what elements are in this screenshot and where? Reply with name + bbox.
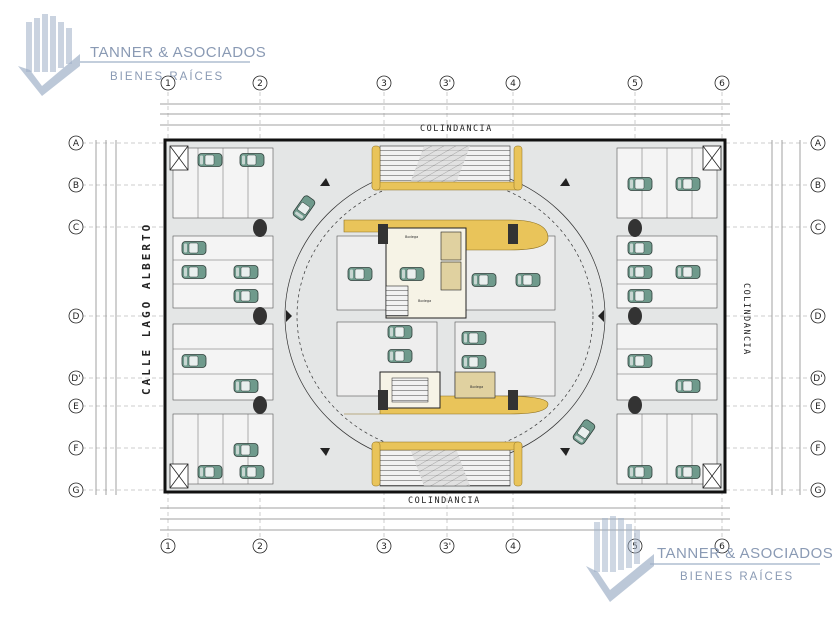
watermark-logo-top: TANNER & ASOCIADOS BIENES RAÍCES <box>18 14 266 96</box>
axis-row-f-right: F <box>815 444 820 454</box>
corner-stairs <box>169 145 722 489</box>
axis-col-3-bottom: 3 <box>381 542 387 552</box>
axis-col-6-top: 6 <box>719 79 725 89</box>
axis-col-1-top: 1 <box>165 79 171 89</box>
axis-col-3p-top: 3' <box>443 79 451 89</box>
axis-col-5-top: 5 <box>632 79 638 89</box>
watermark-logo-bottom: TANNER & ASOCIADOS BIENES RAÍCES <box>586 516 833 602</box>
axis-col-6-bottom: 6 <box>719 542 725 552</box>
axis-row-dp-left: D' <box>71 374 80 384</box>
axis-col-1-bottom: 1 <box>165 542 171 552</box>
ramps <box>343 145 549 487</box>
axis-row-f-left: F <box>73 444 78 454</box>
axis-col-2-bottom: 2 <box>257 542 263 552</box>
axis-row-c-right: C <box>815 223 821 233</box>
watermark-tagline-bottom: BIENES RAÍCES <box>680 570 794 583</box>
axis-col-3p-bottom: 3' <box>443 542 451 552</box>
axis-row-e-left: E <box>73 402 79 412</box>
core-rooms: Bodega Bodega Bodega <box>379 227 496 409</box>
structural-columns <box>253 219 642 414</box>
axis-col-2-top: 2 <box>257 79 263 89</box>
axis-col-4-bottom: 4 <box>510 542 516 552</box>
street-label: CALLE LAGO ALBERTO <box>140 222 153 395</box>
traffic-arrows <box>286 178 604 456</box>
watermark-brand-top: TANNER & ASOCIADOS <box>90 44 266 61</box>
watermark-brand-bottom: TANNER & ASOCIADOS <box>657 545 833 562</box>
room-label-2: Bodega <box>418 299 431 303</box>
axis-row-a-left: A <box>73 139 80 149</box>
axis-row-g-left: G <box>73 486 80 496</box>
axis-row-d-left: D <box>73 312 80 322</box>
boundary-label-right: COLINDANCIA <box>741 283 751 356</box>
axis-row-dp-right: D' <box>813 374 822 384</box>
room-label-1: Bodega <box>405 235 418 239</box>
axis-col-3-top: 3 <box>381 79 387 89</box>
boundary-label-top: COLINDANCIA <box>420 124 493 134</box>
axis-row-c-left: C <box>73 223 79 233</box>
axis-row-d-right: D <box>815 312 822 322</box>
axis-row-a-right: A <box>815 139 822 149</box>
axis-row-b-right: B <box>815 181 821 191</box>
axis-row-e-right: E <box>815 402 821 412</box>
axis-row-b-left: B <box>73 181 79 191</box>
boundary-label-bottom: COLINDANCIA <box>408 496 481 506</box>
axis-col-4-top: 4 <box>510 79 516 89</box>
room-label-3: Bodega <box>470 385 483 389</box>
axis-row-g-right: G <box>815 486 822 496</box>
